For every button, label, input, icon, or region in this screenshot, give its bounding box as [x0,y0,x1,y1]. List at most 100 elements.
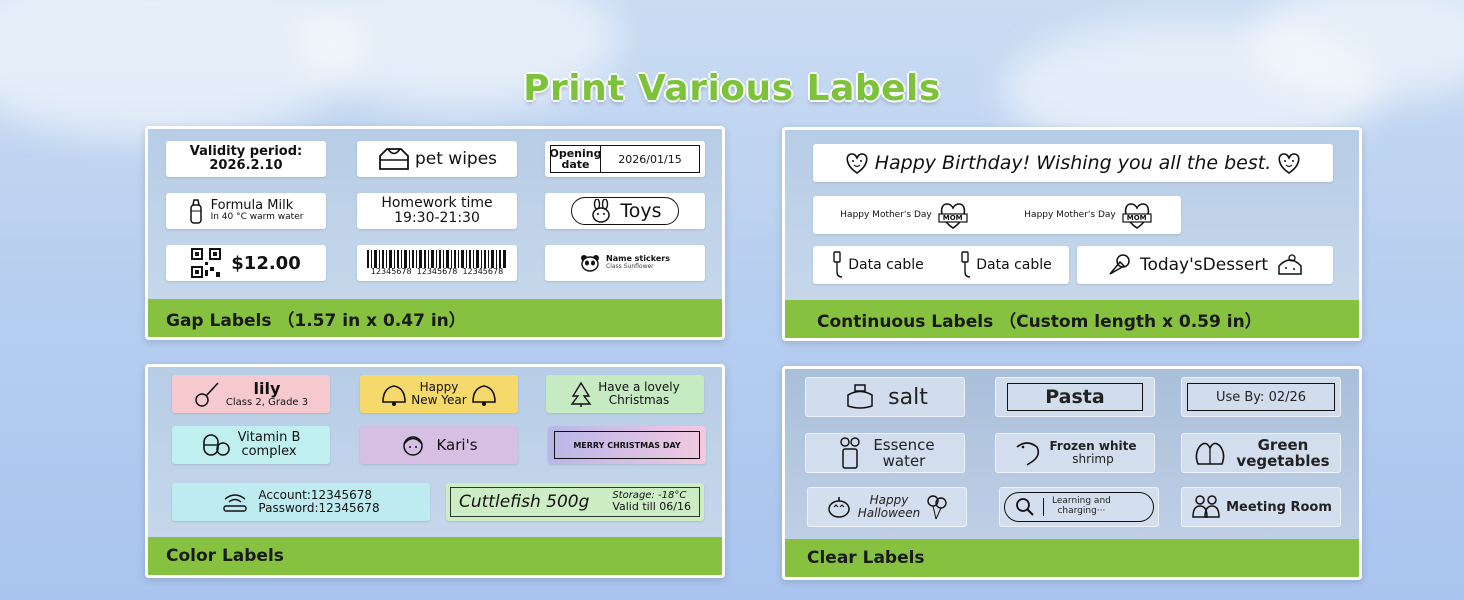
green-line2: vegetables [1236,452,1330,470]
ice-cream-icon [1106,252,1132,278]
mom-heart-icon: MOM [1120,200,1154,230]
formula-milk-label: Formula Milk In 40 °C warm water [166,193,326,229]
mom-text: MOM [1126,214,1147,222]
bell-icon [379,380,409,408]
birthday-label: Happy Birthday! Wishing you all the best… [813,144,1333,182]
karis-text: Kari's [436,436,478,454]
use-by-label: Use By: 02/26 [1181,377,1341,417]
gap-labels-footer: Gap Labels （1.57 in x 0.47 in） [148,299,722,337]
use-by-text: Use By: 02/26 [1215,389,1307,405]
wipes-icon [377,146,411,172]
learning-label: Learning and charging··· [999,487,1159,527]
continuous-labels-footer: Continuous Labels （Custom length x 0.59 … [785,300,1359,338]
valid-till-text: Valid till 06/16 [612,500,691,514]
data-cable-text: Data cable [976,257,1052,273]
pill-icon [202,432,230,458]
balloons-icon [926,493,948,521]
mothers-day-text: Happy Mother's Day [840,210,932,220]
cuttlefish-text: Cuttlefish 500g [459,492,590,512]
class-name-text: Class Sunflower [606,263,654,271]
christmas-label: Have a lovely Christmas [546,375,704,413]
lily-name: lily [253,378,281,398]
birthday-text: Happy Birthday! Wishing you all the best… [874,152,1272,174]
clear-labels-footer: Clear Labels [785,539,1359,577]
continuous-labels-panel: Happy Birthday! Wishing you all the best… [782,127,1362,341]
cloud-decoration [300,0,620,110]
merry-christmas-text: MERRY CHRISTMAS DAY [573,440,681,450]
opening-text: Opening date [549,146,602,172]
qr-code-icon [191,248,222,278]
homework-label: Homework time 19:30-21:30 [357,193,517,229]
christmas-line1: Have a lovely [598,379,680,394]
shrimp-line1: Frozen white [1049,438,1137,453]
essence-water-label: Essence water [805,433,965,473]
page-title: Print Various Labels [523,68,941,109]
pet-wipes-label: pet wipes [357,141,517,177]
wifi-account-label: Account:12345678 Password:12345678 [172,483,430,521]
vegetables-icon [1192,438,1228,468]
vitamin-line1: Vitamin B [237,429,301,445]
new-year-line1: Happy [419,379,459,394]
new-year-line2: New Year [411,393,467,407]
girl-face-icon [400,431,426,459]
validity-line2: 2026.2.10 [209,158,283,173]
storage-text: Storage: -18°C [612,490,687,502]
toys-text: Toys [620,200,662,222]
formula-sub: In 40 °C warm water [210,212,304,223]
cable-icon [830,250,844,280]
meeting-text: Meeting Room [1226,499,1332,515]
pasta-label: Pasta [995,377,1155,417]
validity-line1: Validity period: [189,143,303,159]
mothers-day-text: Happy Mother's Day [1024,210,1116,220]
green-vegetables-label: Green vegetables [1181,433,1341,473]
validity-label: Validity period: 2026.2.10 [166,141,326,177]
shrimp-icon [1013,439,1043,467]
homework-title: Homework time [381,194,493,211]
password-text: Password:12345678 [258,501,380,515]
opening-date-value: 2026/01/15 [618,152,682,166]
clear-labels-panel: salt Pasta Use By: 02/26 Essence water F… [782,366,1362,580]
learning-line2: charging··· [1057,506,1106,516]
essence-line1: Essence [873,435,935,454]
homework-time: 19:30-21:30 [394,210,480,226]
mom-heart-icon: MOM [936,200,970,230]
gap-labels-panel: Validity period: 2026.2.10 pet wipes Ope… [145,126,725,340]
barcode-label: 12345678 12345678 12345678 [357,245,517,281]
barcode-icon [367,249,506,268]
bunny-icon [588,199,614,223]
essence-line2: water [882,452,926,470]
lily-label: lily Class 2, Grade 3 [172,375,330,413]
pasta-text: Pasta [1045,386,1105,408]
price-label: $12.00 [166,245,326,281]
panda-icon [580,254,600,272]
new-year-label: Happy New Year [360,375,518,413]
heart-face-icon [1275,151,1303,175]
data-cable-label: Data cable Data cable [813,246,1069,284]
vitamin-label: Vitamin B complex [172,426,330,464]
barcode-numbers: 12345678 12345678 12345678 [370,266,504,276]
meeting-room-label: Meeting Room [1181,487,1341,527]
data-cable-text: Data cable [848,257,924,273]
search-icon [1015,497,1035,517]
baby-bottle-icon [189,197,203,225]
vitamin-line2: complex [241,444,297,459]
learning-line1: Learning and [1052,496,1111,507]
christmas-line2: Christmas [608,393,670,407]
wifi-router-icon [222,491,248,513]
dessert-text: Today'sDessert [1139,255,1269,275]
bottle-icon [835,436,865,470]
pumpkin-icon [826,494,852,520]
heart-face-icon [843,151,871,175]
dessert-label: Today'sDessert [1077,246,1333,284]
halloween-label: Happy Halloween [807,487,967,527]
color-labels-panel: lily Class 2, Grade 3 Happy New Year Hav… [145,364,725,578]
guitar-icon [194,380,220,408]
merry-christmas-label: MERRY CHRISTMAS DAY [548,426,706,464]
account-text: Account:12345678 [258,487,372,502]
halloween-line2: Halloween [857,506,921,520]
cuttlefish-label: Cuttlefish 500g Storage: -18°C Valid til… [446,483,704,521]
color-labels-footer: Color Labels [148,537,722,575]
salt-text: salt [888,384,928,410]
karis-label: Kari's [360,426,518,464]
halloween-line1: Happy [869,492,909,507]
